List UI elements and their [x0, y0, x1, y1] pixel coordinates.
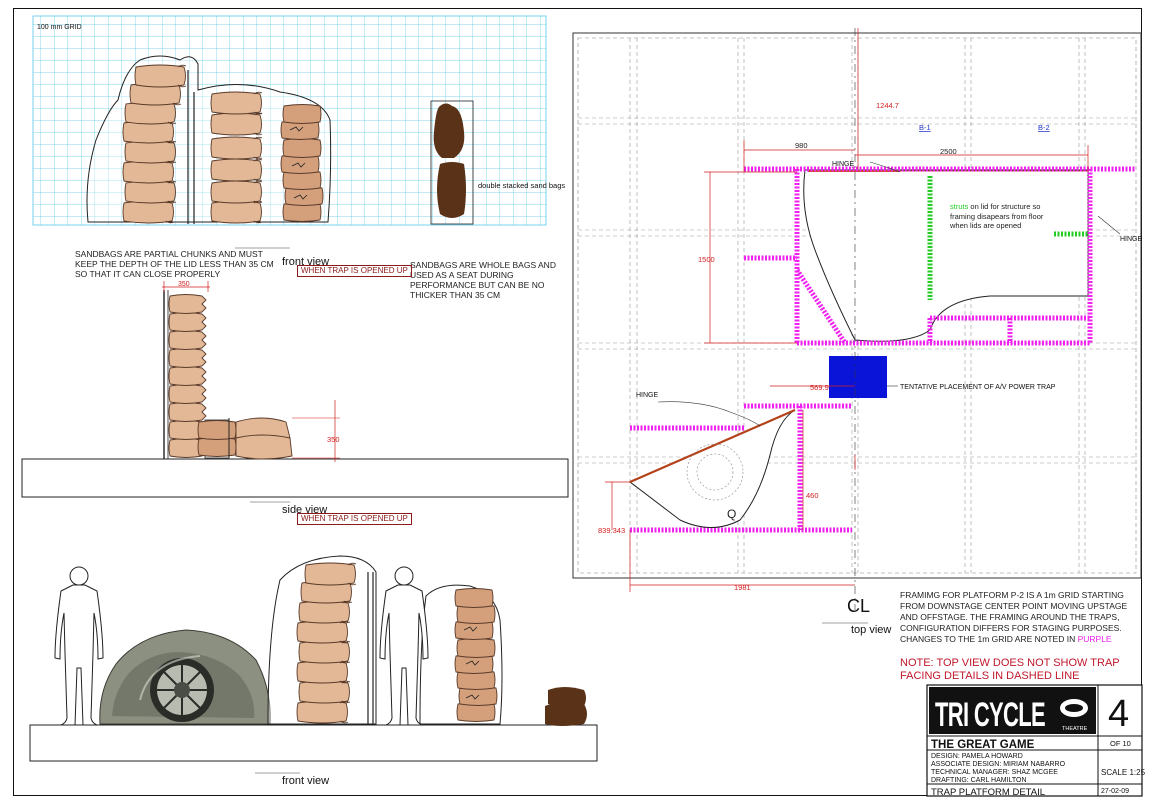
double-stacked-bags	[430, 100, 474, 225]
dim-350-side: 350	[327, 435, 340, 444]
sandbag-stack-right	[280, 104, 324, 222]
plan-dimensions	[605, 28, 1089, 592]
side-seat-bags	[235, 417, 293, 460]
framing-note: FRAMIMG FOR PLATFORM P-2 IS A 1m GRID ST…	[900, 590, 1130, 645]
front-view-top: 100 mm GRID double stacked sand bags fro…	[32, 15, 565, 268]
av-power-trap	[829, 356, 887, 398]
when-opened-badge-2: WHEN TRAP IS OPENED UP	[297, 513, 412, 525]
top-view-warning: NOTE: TOP VIEW DOES NOT SHOW TRAP FACING…	[900, 657, 1120, 682]
green-struts	[927, 176, 1088, 300]
small-dark-bags	[545, 687, 587, 726]
partial-chunks-note: SANDBAGS ARE PARTIAL CHUNKS AND MUST KEE…	[75, 249, 274, 279]
trap-b1-label: B-1	[919, 123, 931, 132]
double-stacked-label: double stacked sand bags	[478, 181, 565, 190]
dim-1981: 1981	[734, 583, 751, 592]
sculpture-image	[99, 629, 271, 725]
whole-bags-note: SANDBAGS ARE WHOLE BAGS AND USED AS A SE…	[410, 260, 556, 300]
credit-technical: TECHNICAL MANAGER: SHAZ MCGEE	[931, 769, 1058, 776]
trap-q-marker: Q	[727, 507, 736, 521]
top-view-label: top view	[851, 624, 891, 636]
dim-2500: 2500	[940, 147, 957, 156]
framing-text: FRAMIMG FOR PLATFORM P-2 IS A 1m GRID ST…	[900, 590, 1128, 644]
trap-b2-label: B-2	[1038, 123, 1050, 132]
bottom-sandbag-stack	[296, 562, 357, 724]
scale-label: SCALE 1:25	[1101, 768, 1146, 777]
dim-1500: 1500	[698, 255, 715, 264]
bottom-sandbag-stack-right	[454, 588, 498, 722]
dim-569: 569.9	[810, 383, 829, 392]
person-figure-left	[54, 566, 104, 726]
framing-purple: PURPLE	[1077, 634, 1112, 644]
hinge-label-left: HINGE	[636, 392, 659, 399]
production-title: THE GREAT GAME	[931, 739, 1035, 751]
front-view-bottom: front view	[29, 555, 598, 787]
credit-design: DESIGN: PAMELA HOWARD	[931, 753, 1023, 760]
drawing-title: TRAP PLATFORM DETAIL	[931, 787, 1045, 798]
struts-text: on lid for structure so framing disapear…	[950, 202, 1044, 230]
tentative-note: TENTATIVE PLACEMENT OF A/V POWER TRAP	[900, 384, 1056, 391]
sheet-of: OF 10	[1110, 739, 1131, 748]
dim-1244: 1244.7	[876, 101, 899, 110]
struts-highlight: struts	[950, 202, 969, 211]
logo-subtext: THEATRE	[1062, 726, 1088, 732]
hinge-label-top: HINGE	[832, 161, 855, 168]
side-view: 350 350 side view	[21, 281, 569, 516]
front-view-label-bottom: front view	[282, 775, 329, 787]
purple-framing	[630, 166, 1136, 533]
dim-980: 980	[795, 141, 808, 150]
dim-460: 460	[806, 491, 819, 500]
grid-label: 100 mm GRID	[37, 24, 82, 31]
sheet-number: 4	[1108, 693, 1129, 735]
logo-text: TRI CYCLE	[935, 696, 1045, 734]
credit-associate: ASSOCIATE DESIGN: MIRIAM NABARRO	[931, 761, 1066, 768]
when-opened-badge-1: WHEN TRAP IS OPENED UP	[297, 265, 412, 277]
top-view-plan: Q 1244.7 980 2500 1500 569.9 460	[572, 28, 1143, 610]
dim-350-top: 350	[178, 281, 190, 288]
dim-839: 839.343	[598, 526, 625, 535]
credit-drafting: DRAFTING: CARL HAMILTON	[931, 777, 1027, 784]
title-block: TRI CYCLE THEATRE 4 OF 10 THE GREAT GAME…	[926, 684, 1146, 798]
centerline-symbol: CL top view	[822, 596, 891, 636]
struts-note: struts on lid for structure so framing d…	[950, 202, 1050, 231]
sandbag-stack-middle	[210, 91, 263, 224]
date-label: 27-02-09	[1101, 788, 1129, 795]
centerline-label: CL	[847, 596, 870, 616]
hinge-label-right: HINGE	[1120, 236, 1143, 243]
